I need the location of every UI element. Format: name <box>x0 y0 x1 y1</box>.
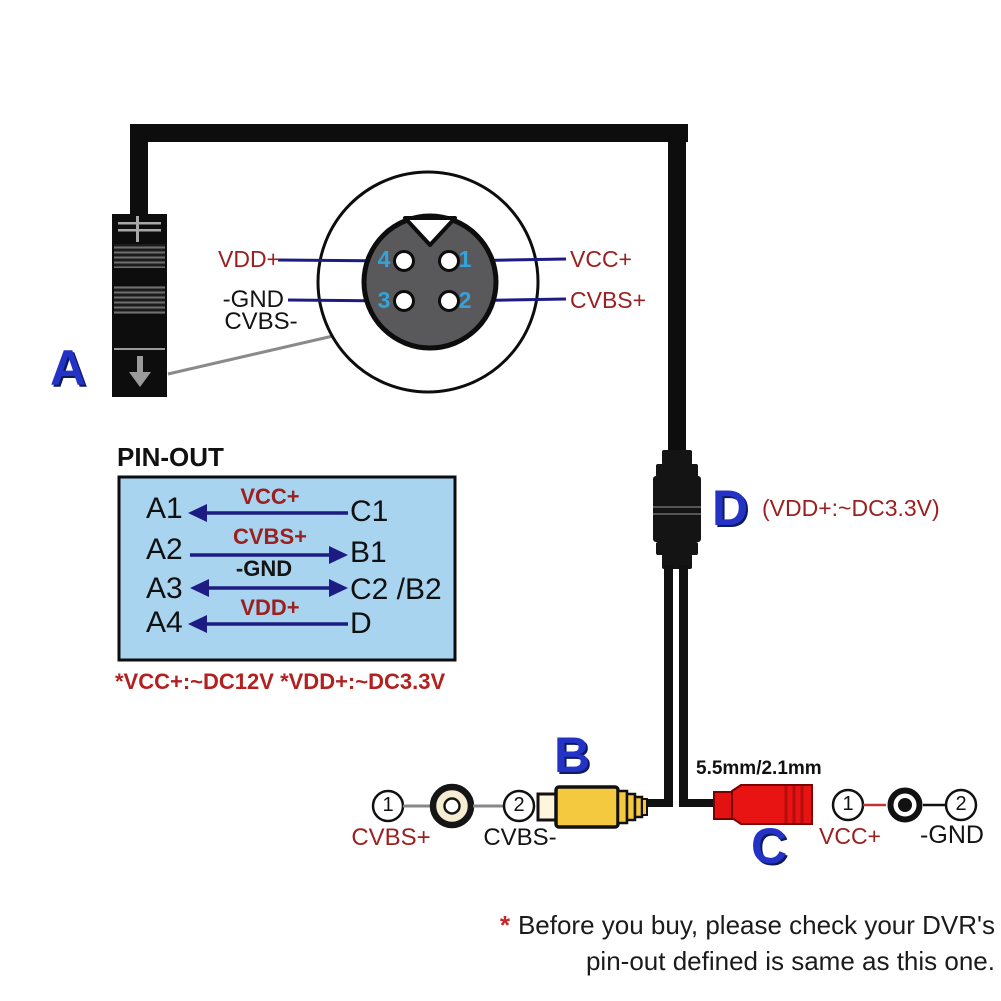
table-signal-4: VDD+ <box>240 595 300 620</box>
pinout-title: PIN-OUT <box>117 442 224 472</box>
pinout-table-graphics <box>117 475 457 662</box>
connector-a-seam <box>114 348 165 350</box>
connector-a-ribbed-band <box>114 244 165 268</box>
arrow-row2-head <box>329 546 348 564</box>
connector-d-label: D <box>712 480 749 536</box>
pinout-table-box <box>117 475 457 662</box>
table-cell-to-1: C1 <box>350 495 389 528</box>
pin-hole-3 <box>393 290 415 312</box>
rca-plug-tip <box>536 792 558 822</box>
connector-c-graphics <box>713 784 978 825</box>
footer-warning: *Before you buy, please check your DVR's… <box>455 907 995 979</box>
footer-warning-line2: pin-out defined is same as this one. <box>585 946 995 976</box>
table-signal-2: CVBS+ <box>233 524 307 549</box>
table-signal-3: -GND <box>235 556 293 581</box>
cable-left-drop <box>130 124 148 218</box>
connector-a-ribbed-band <box>114 286 165 314</box>
face-label-cvbs-minus: CVBS- <box>224 308 298 335</box>
label-cvbs-plus-bottom: CVBS+ <box>351 824 431 851</box>
pin-circle-b1-number: 1 <box>382 794 394 816</box>
cable-top-run <box>130 124 688 142</box>
connector-a-label: A <box>50 340 87 396</box>
connector-b-graphics <box>371 783 648 829</box>
face-label-cvbs-plus: CVBS+ <box>570 287 647 313</box>
wire-to-b <box>664 565 673 807</box>
connector-a-body <box>112 214 167 397</box>
table-cell-to-4: D <box>350 607 372 640</box>
label-vcc-bottom: VCC+ <box>819 823 881 849</box>
arrow-row3-head-left <box>190 579 209 597</box>
pin-circle-c2 <box>944 788 978 822</box>
table-cell-to-3: C2 /B2 <box>350 573 442 606</box>
rca-plug-body <box>554 785 620 829</box>
footer-warning-line1: *Before you buy, please check your DVR's <box>455 907 995 943</box>
pin-number-4: 4 <box>377 246 391 272</box>
pin-hole-1 <box>438 250 460 272</box>
pin-circle-b2 <box>502 789 536 823</box>
connector-c-size-note: 5.5mm/2.1mm <box>696 758 822 779</box>
arrow-row4-head <box>188 615 207 633</box>
pin-hole-4 <box>393 250 415 272</box>
cable-right-drop <box>668 124 686 458</box>
down-arrow-icon <box>129 372 151 387</box>
pointer-line <box>167 334 334 376</box>
face-label-vcc: VCC+ <box>570 246 632 272</box>
pin-hole-2 <box>438 290 460 312</box>
power-plug-tip <box>713 791 733 820</box>
label-cvbs-minus-bottom: CVBS- <box>483 824 557 851</box>
face-keying-notch <box>403 216 457 247</box>
table-cell-from-4: A4 <box>146 606 183 639</box>
asterisk-icon: * <box>499 910 510 940</box>
connector-b-label: B <box>554 727 591 783</box>
connector-d-flange <box>656 464 698 477</box>
table-signal-1: VCC+ <box>240 484 300 509</box>
dc-jack-center-pin <box>898 798 912 812</box>
label-gnd-bottom: -GND <box>920 821 984 849</box>
rca-plug-ring <box>616 789 629 825</box>
power-plug-body <box>731 784 813 825</box>
pin-number-2: 2 <box>458 287 472 313</box>
arrow-row1-head <box>188 504 207 522</box>
pin-circle-c2-number: 2 <box>955 793 967 815</box>
rca-plug-ring <box>641 798 648 816</box>
table-cell-to-2: B1 <box>350 536 387 569</box>
connector-d-voltage-note: (VDD+:~DC3.3V) <box>762 495 940 521</box>
face-label-vdd: VDD+ <box>218 246 280 272</box>
down-arrow-icon <box>137 356 143 373</box>
pin-number-1: 1 <box>458 246 472 272</box>
connector-a-detail <box>136 216 139 242</box>
rca-jack-center <box>443 797 461 815</box>
wire-stub-c <box>679 799 717 807</box>
table-cell-from-2: A2 <box>146 533 183 566</box>
connector-d-flange <box>656 542 698 555</box>
arrow-row3-head-right <box>329 579 348 597</box>
pin-circle-c1-number: 1 <box>842 793 854 815</box>
connector-a-detail <box>118 229 161 232</box>
connector-a-detail <box>118 222 161 225</box>
wire-to-c <box>679 565 688 807</box>
table-footnote: *VCC+:~DC12V *VDD+:~DC3.3V <box>115 669 446 694</box>
main-cable <box>130 124 688 458</box>
connector-c-label: C <box>751 818 788 874</box>
face-label-gnd: -GND <box>222 286 284 313</box>
connector-d-barrel <box>653 476 701 542</box>
table-cell-from-1: A1 <box>146 492 183 525</box>
pin-number-3: 3 <box>377 287 391 313</box>
connector-d-body <box>653 450 701 569</box>
wire-stub-b <box>645 799 673 807</box>
connector-face <box>277 170 567 394</box>
table-cell-from-3: A3 <box>146 572 183 605</box>
split-wires <box>645 565 717 807</box>
connector-d-seam <box>653 513 701 515</box>
pin-circle-b2-number: 2 <box>513 794 525 816</box>
connector-d-neck <box>662 450 692 465</box>
footer-warning-text1: Before you buy, please check your DVR's <box>517 910 995 940</box>
connector-d-seam <box>653 506 701 508</box>
rca-plug-ring <box>633 795 644 819</box>
